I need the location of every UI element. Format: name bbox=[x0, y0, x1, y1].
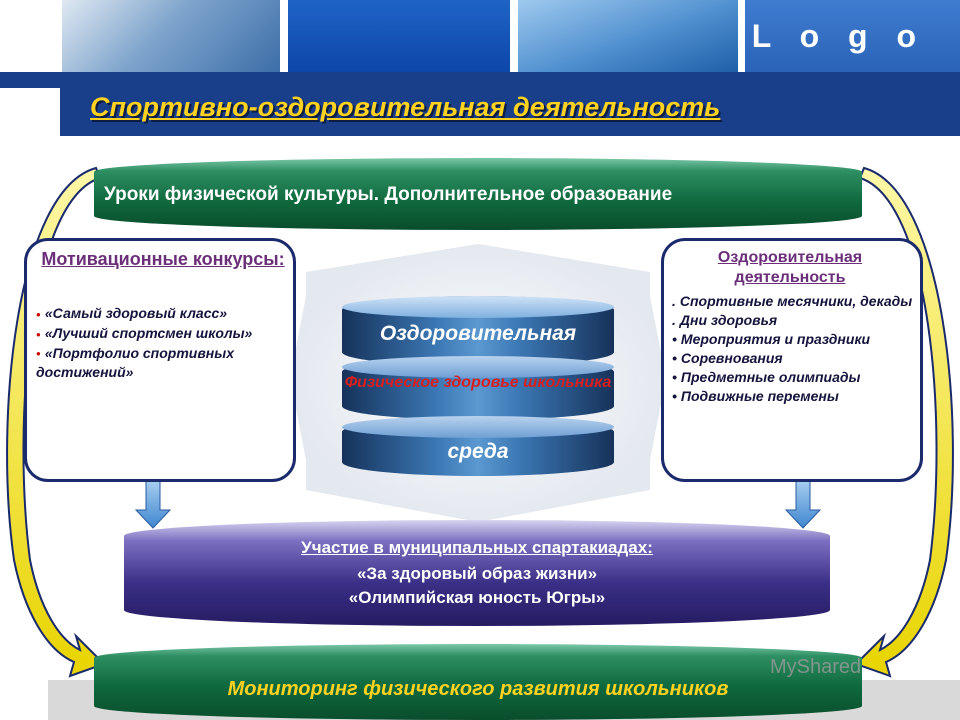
right-curved-arrow bbox=[854, 166, 954, 678]
list-item: .Спортивные месячники, декады bbox=[672, 293, 913, 309]
list-item: •Подвижные перемены bbox=[672, 388, 839, 404]
motivation-box bbox=[24, 238, 296, 482]
cylinder-label-middle: Физическое здоровье школьника bbox=[344, 374, 612, 391]
header-logo-panel bbox=[745, 0, 960, 72]
list-item: .Дни здоровья bbox=[672, 312, 778, 328]
list-item: •Соревнования bbox=[672, 350, 783, 366]
cylinder-cap-bottom bbox=[342, 416, 614, 438]
cylinder-label-top: Оздоровительная bbox=[379, 322, 577, 345]
motivation-list: ●«Самый здоровый класс» ●«Лучший спортсм… bbox=[36, 304, 286, 382]
cylinder-cap-middle bbox=[342, 356, 614, 378]
health-box bbox=[661, 238, 923, 482]
slide-title: Спортивно-оздоровительная деятельность bbox=[90, 92, 721, 122]
header-photo-hands bbox=[62, 0, 280, 72]
top-band-text: Уроки физической культуры. Дополнительно… bbox=[104, 184, 673, 205]
bullet-icon: ● bbox=[36, 309, 41, 319]
header-photo-building bbox=[518, 0, 738, 72]
down-arrow-right bbox=[784, 479, 822, 529]
health-list: .Спортивные месячники, декады .Дни здоро… bbox=[672, 292, 916, 406]
header-blue-bar bbox=[0, 72, 960, 88]
list-item: ●«Портфолио спортивных достижений» bbox=[36, 344, 234, 381]
health-box-title: Оздоровительная деятельность bbox=[717, 249, 863, 286]
bullet-icon: ● bbox=[36, 349, 41, 359]
list-item: •Предметные олимпиады bbox=[672, 369, 861, 385]
spartakiad-heading: Участие в муниципальных спартакиадах: bbox=[301, 538, 653, 557]
spartakiad-item-1: «За здоровый образ жизни» bbox=[356, 564, 598, 583]
watermark: MyShared bbox=[770, 656, 862, 678]
motivation-box-title: Мотивационные конкурсы: bbox=[41, 249, 285, 269]
monitoring-text: Мониторинг физического развития школьник… bbox=[227, 678, 729, 700]
monitoring-band bbox=[94, 644, 862, 720]
top-band bbox=[94, 158, 862, 230]
down-arrow-left bbox=[134, 479, 172, 529]
spartakiad-band bbox=[124, 520, 830, 626]
logo: L o g o bbox=[751, 18, 926, 54]
list-item: ●«Самый здоровый класс» bbox=[36, 305, 228, 321]
list-item: ●«Лучший спортсмен школы» bbox=[36, 324, 253, 341]
title-bar bbox=[60, 88, 960, 136]
bullet-icon: ● bbox=[36, 329, 41, 339]
spartakiad-item-2: «Олимпийская юность Югры» bbox=[348, 588, 606, 607]
list-item: •Мероприятия и праздники bbox=[672, 331, 871, 347]
cylinder-cap-top bbox=[342, 296, 614, 318]
header-photo-blue bbox=[288, 0, 510, 72]
cylinder-label-bottom: среда bbox=[447, 440, 509, 463]
